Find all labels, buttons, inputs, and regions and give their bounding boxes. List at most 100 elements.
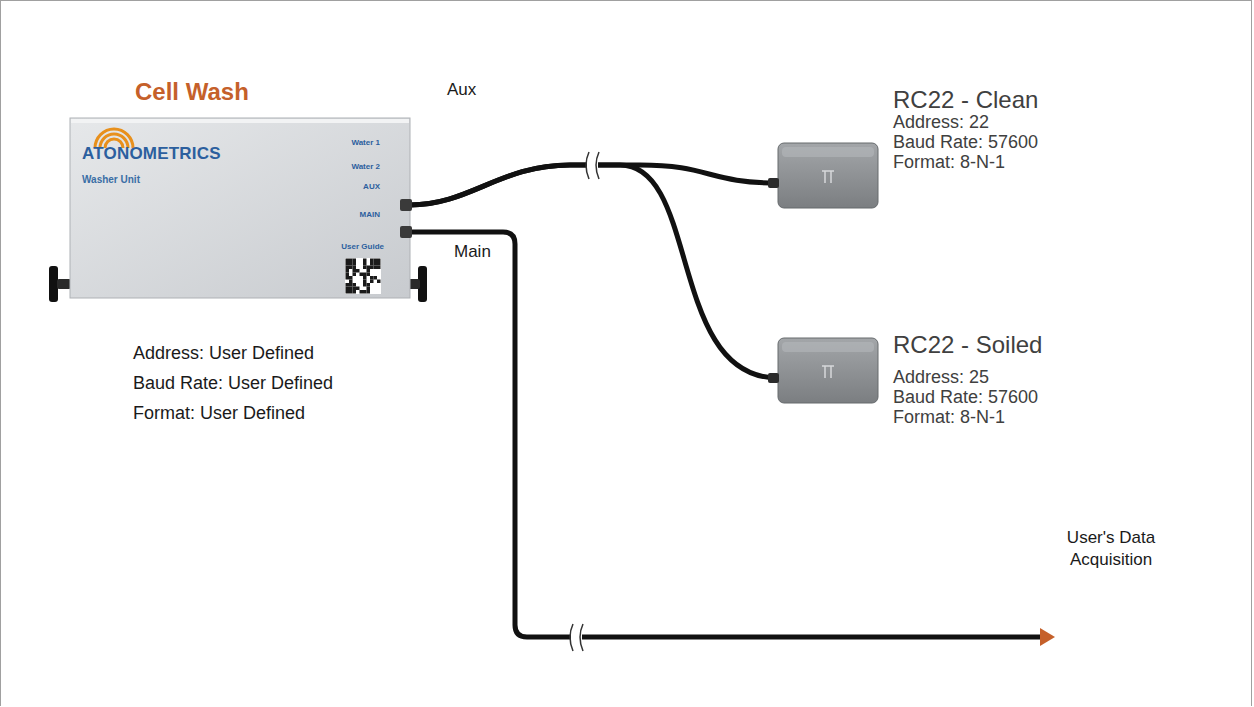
qr-cell: [346, 276, 350, 280]
qr-cell: [367, 269, 371, 273]
node-text: RC22 - Soiled: [893, 331, 1042, 359]
cable-gland: [768, 373, 779, 383]
qr-cell: [377, 262, 381, 266]
left-knob: [49, 266, 58, 302]
node-text: AUX: [363, 182, 380, 191]
qr-cell: [363, 276, 367, 280]
qr-cell: [349, 276, 353, 280]
washer-unit: Cell WashATONOMETRICSWasher UnitWater 1W…: [70, 118, 410, 298]
qr-cell: [353, 266, 357, 270]
break-arc: [580, 624, 583, 651]
washer-housing: [70, 118, 410, 298]
main-break: [570, 624, 583, 651]
break-arc: [586, 152, 589, 179]
node-text: User's Data Acquisition: [1055, 527, 1167, 571]
node-text: Format: 8-N-1: [893, 153, 1005, 173]
qr-cell: [349, 280, 353, 284]
qr-cell: [370, 276, 374, 280]
rc22-sensor-illustration: [778, 143, 878, 208]
qr-cell: [346, 273, 350, 277]
rc22-sensor-illustration: [778, 338, 878, 403]
node-text: Address: User Defined: [133, 343, 314, 364]
cable-connector: [410, 165, 778, 378]
cable-line: [410, 232, 1041, 637]
qr-cell: [349, 266, 353, 270]
node-text: Cell Wash: [135, 78, 249, 106]
qr-cell: [363, 262, 367, 266]
node-text: ATONOMETRICS: [82, 144, 221, 164]
qr-cell: [363, 259, 367, 263]
break-arc: [570, 624, 573, 651]
qr-cell: [346, 283, 350, 287]
qr-cell: [377, 259, 381, 263]
node-text: Format: User Defined: [133, 403, 305, 424]
qr-cell: [346, 290, 350, 294]
qr-cell: [349, 287, 353, 291]
qr-cell: [346, 269, 350, 273]
qr-cell: [363, 283, 367, 287]
qr-cell: [374, 262, 378, 266]
qr-cell: [370, 280, 374, 284]
qr-cell: [346, 262, 350, 266]
data-acquisition: User's Data Acquisition: [1055, 527, 1167, 642]
qr-cell: [360, 290, 364, 294]
arrow-head: [1040, 628, 1055, 646]
node-text: Water 1: [351, 138, 380, 147]
node-text: Baud Rate: User Defined: [133, 373, 333, 394]
sensor-mark: [822, 171, 834, 183]
node-text: Format: 8-N-1: [893, 408, 1005, 428]
node-text: RC22 - Clean: [893, 86, 1038, 114]
qr-cell: [353, 287, 357, 291]
qr-cell: [377, 280, 381, 284]
cable-connector: [410, 232, 1055, 646]
qr-cell: [367, 290, 371, 294]
break-arc: [596, 152, 599, 179]
qr-cell: [356, 287, 360, 291]
qr-cell: [370, 266, 374, 270]
qr-cell: [353, 273, 357, 277]
cable-port: [400, 199, 412, 211]
qr-cell: [360, 273, 364, 277]
qr-cell: [363, 266, 367, 270]
qr-cell: [349, 290, 353, 294]
node-text: Address: 22: [893, 113, 989, 133]
qr-cell: [353, 262, 357, 266]
qr-cell: [363, 290, 367, 294]
node-text: Address: 25: [893, 368, 989, 388]
rc22-sensor: RC22 - SoiledAddress: 25Baud Rate: 57600…: [778, 338, 878, 403]
qr-cell: [374, 259, 378, 263]
qr-cell: [349, 262, 353, 266]
qr-cell: [356, 269, 360, 273]
qr-cell: [367, 266, 371, 270]
node-text: Washer Unit: [82, 174, 140, 186]
qr-ground: [345, 258, 381, 294]
qr-cell: [353, 290, 357, 294]
qr-cell: [363, 273, 367, 277]
qr-cell: [353, 259, 357, 263]
housing-highlight: [782, 342, 874, 352]
qr-cell: [353, 269, 357, 273]
qr-cell: [349, 283, 353, 287]
qr-cell: [353, 283, 357, 287]
aux-break: [586, 152, 599, 179]
qr-cell: [370, 259, 374, 263]
qr-cell: [367, 273, 371, 277]
qr-cell: [374, 266, 378, 270]
qr-cell: [374, 276, 378, 280]
cable-label: Main: [452, 242, 493, 262]
qr-cell: [367, 287, 371, 291]
qr-cell: [346, 266, 350, 270]
node-text: Water 2: [351, 162, 380, 171]
cable-label: Aux: [445, 80, 478, 100]
qr-cell: [367, 283, 371, 287]
node-text: MAIN: [360, 210, 380, 219]
left-knob-stem: [57, 279, 71, 289]
qr-cell: [349, 259, 353, 263]
qr-cell: [377, 266, 381, 270]
qr-cell: [363, 280, 367, 284]
housing-highlight: [782, 147, 874, 157]
cable-gland: [768, 178, 779, 188]
sensor-mark: [822, 366, 834, 378]
node-text: Baud Rate: 57600: [893, 388, 1038, 408]
cable-line: [410, 165, 778, 378]
